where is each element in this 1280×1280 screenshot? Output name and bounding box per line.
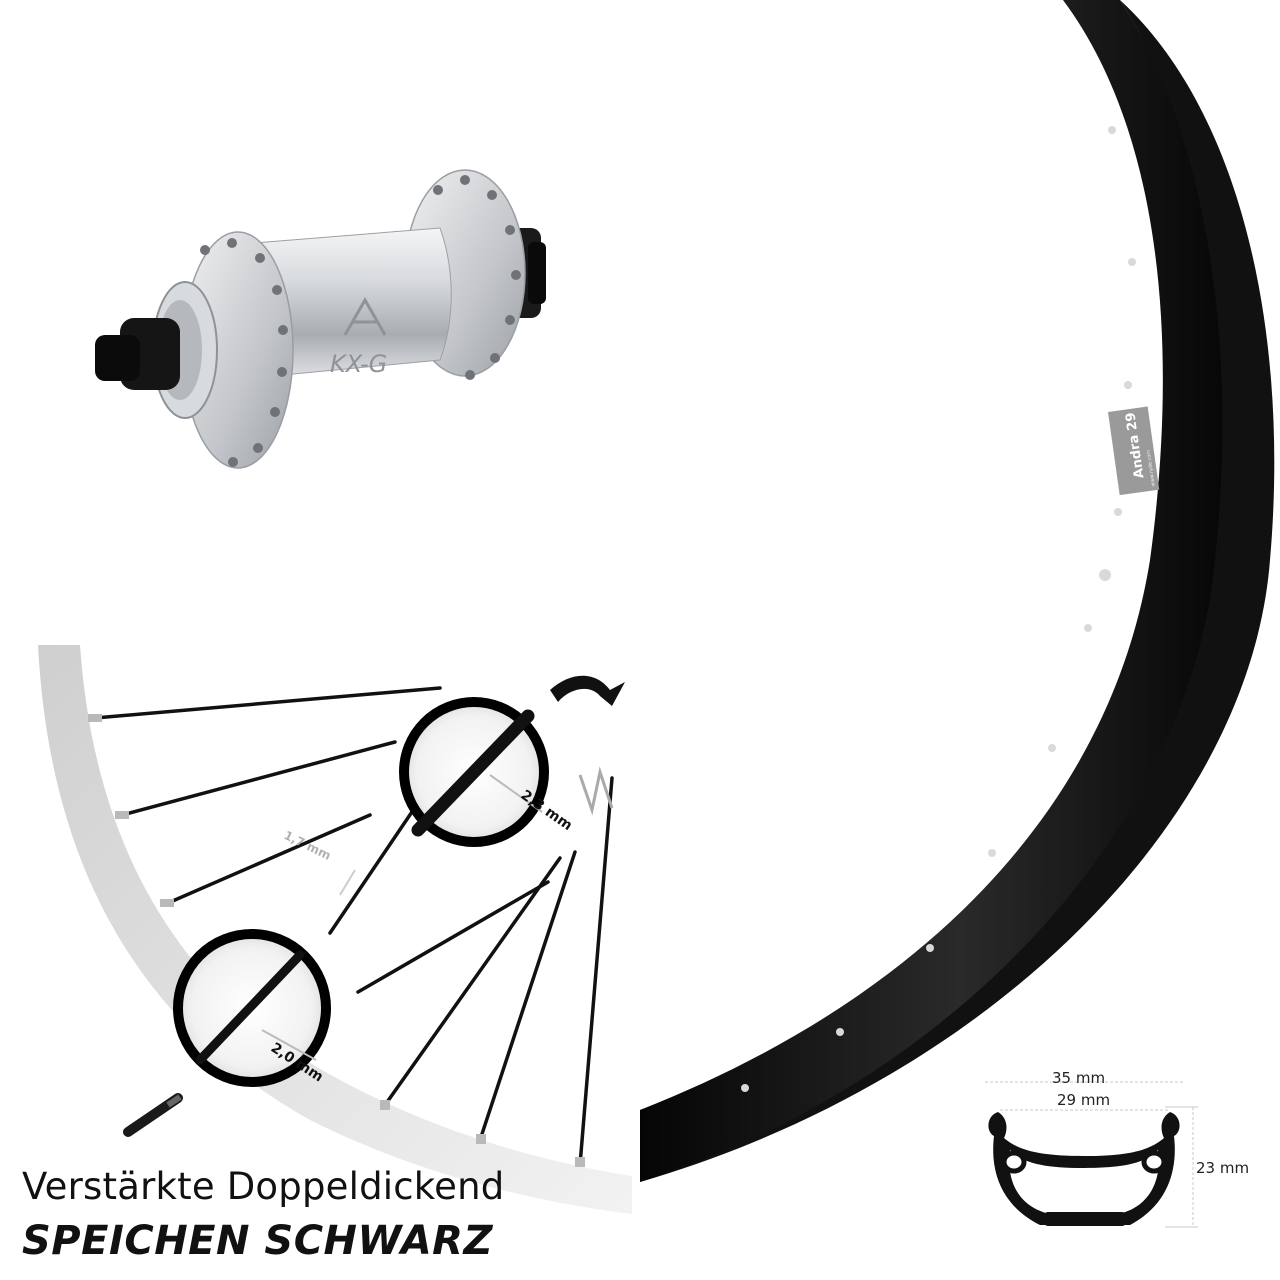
hub-logo: KX-G — [330, 350, 387, 378]
caption-title: Verstärkte Doppeldickend — [22, 1165, 505, 1208]
hub-graphic: KX-G — [95, 169, 546, 469]
hub-logo-mark — [343, 296, 387, 336]
rim-graphic: Andra 29 www.ryde.com — [640, 0, 1275, 1182]
spoke-lens-top: 2,3 mm — [399, 697, 575, 847]
rim-profile: 35 mm 29 mm 23 mm — [985, 1069, 1249, 1228]
rim-sticker: Andra 29 www.ryde.com — [1108, 406, 1160, 496]
rim-sticker-sub: www.ryde.com — [1146, 449, 1157, 487]
spoke-diagram: 1,7 mm 2,3 mm 2,0 mm — [38, 645, 632, 1214]
caption-subtitle: SPEICHEN SCHWARZ — [22, 1218, 493, 1264]
rim-arc-face — [640, 0, 1223, 1182]
spoke-rim-arc — [38, 645, 632, 1214]
spoke-head-icon — [550, 675, 625, 706]
spoke-nipples — [88, 714, 585, 1167]
spoke-lens-bottom: 2,0 mm — [173, 929, 331, 1087]
rim-arc — [640, 0, 1275, 1182]
profile-outer-width: 35 mm — [1052, 1069, 1105, 1087]
hub-flange-holes — [200, 175, 521, 467]
spokes — [93, 686, 614, 1167]
profile-inner-width: 29 mm — [1057, 1091, 1110, 1109]
profile-height: 23 mm — [1196, 1159, 1249, 1177]
rim-holes — [741, 126, 1136, 1092]
spoke-thread-tip — [123, 1093, 183, 1137]
